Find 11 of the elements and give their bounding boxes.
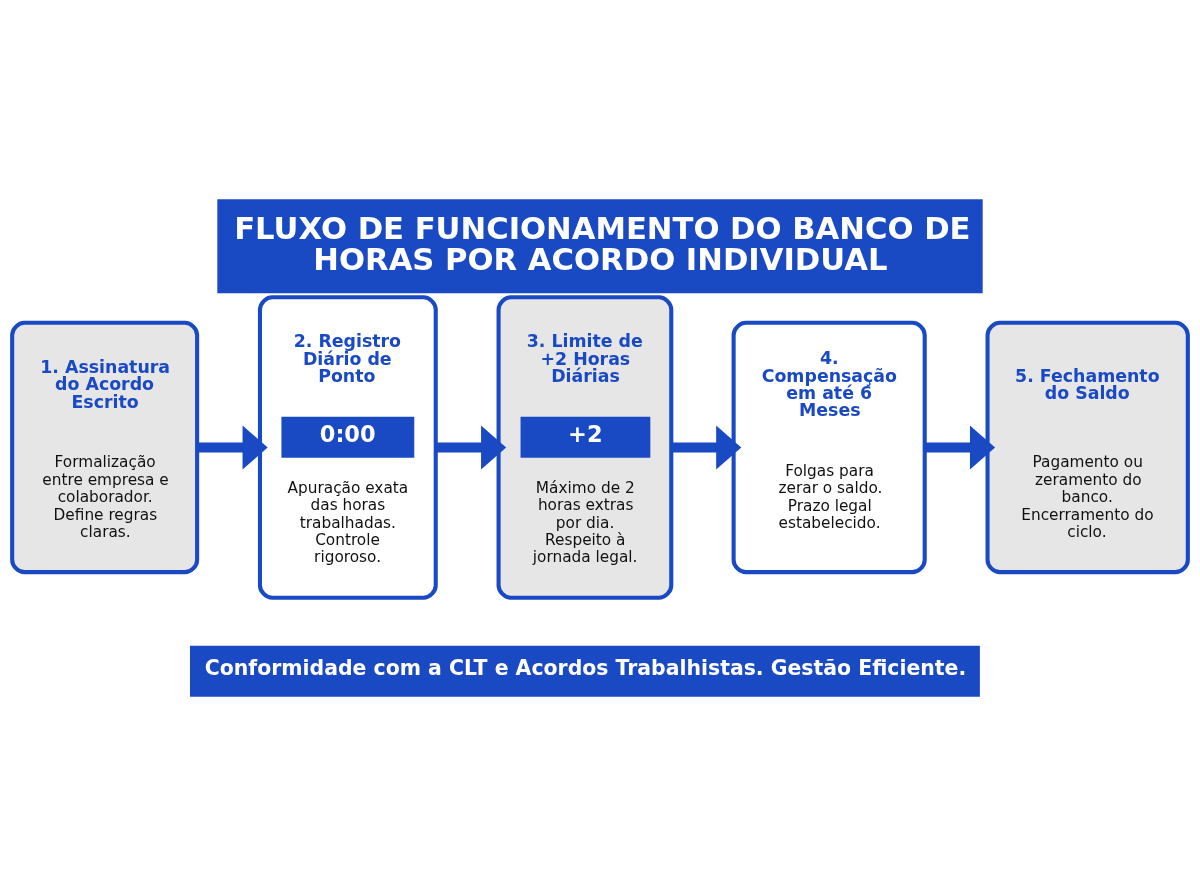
node-box: 1. Assinatura do Acordo Escrito Formalização entre empresa e colaborador. Define regras claras.: [10, 320, 200, 575]
arrow: [435, 425, 507, 470]
node-box: 4. Compensação em até 6 Meses Folgas para zerar o saldo. Prazo legal estabelecido.: [731, 320, 927, 575]
arrow: [671, 425, 742, 470]
node-box: 2. Registro Diário de Ponto 0:00 Apuração exata das horas trabalhadas. Controle rigoroso.: [257, 295, 438, 600]
node-box: 3. Limite de +2 Horas Diárias +2 Máximo de 2 horas extras por dia. Respeito à jornada legal.: [496, 295, 674, 600]
diagram-title: FLUXO DE FUNCIONAMENTO DO BANCO DE HORAS POR ACORDO INDIVIDUAL: [234, 211, 971, 277]
arrow: [925, 425, 996, 470]
arrow: [197, 425, 268, 470]
node-box: 5. Fechamento do Saldo Pagamento ou zeramento do banco. Encerramento do ciclo.: [985, 320, 1190, 575]
caption: Conformidade com a CLT e Acordos Trabalhistas. Gestão Eficiente.: [204, 656, 967, 681]
